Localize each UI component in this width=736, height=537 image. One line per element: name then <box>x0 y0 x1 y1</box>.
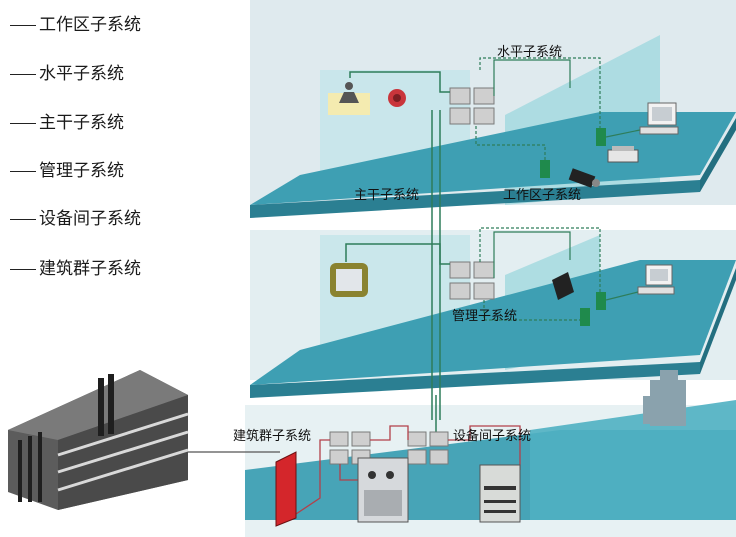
skyline-icon <box>643 370 686 426</box>
printer-icon <box>607 146 639 163</box>
top-floor-side <box>700 118 736 192</box>
horizontal-cable <box>475 126 546 160</box>
alarm-bell-icon <box>388 89 406 107</box>
middle-floor-edge <box>250 362 700 398</box>
legend-item-work-area: 工作区子系统 <box>10 12 141 38</box>
legend-item-equipment-room: 设备间子系统 <box>10 206 141 232</box>
label-horizontal: 水平子系统 <box>497 45 562 60</box>
computer-icon <box>605 264 675 301</box>
legend-item-horizontal: 水平子系统 <box>10 61 124 87</box>
distribution-frame-icon <box>275 451 297 527</box>
legend-label: 管理子系统 <box>39 161 124 181</box>
horizontal-cable <box>493 59 571 96</box>
wall-socket <box>540 128 606 178</box>
label-equipment-room: 设备间子系统 <box>453 428 531 444</box>
middle-patch-panel <box>449 261 495 300</box>
legend-label: 设备间子系统 <box>39 209 141 229</box>
computer-icon <box>605 102 679 138</box>
horizontal-cable <box>493 231 571 278</box>
campus-cable <box>295 439 330 515</box>
legend-item-backbone: 主干子系统 <box>10 110 124 136</box>
label-admin: 管理子系统 <box>452 309 517 324</box>
horizontal-cable <box>349 71 450 93</box>
horizontal-cable <box>479 57 601 140</box>
label-backbone: 主干子系统 <box>354 188 419 203</box>
legend-label: 建筑群子系统 <box>39 259 141 279</box>
telephone-icon <box>552 272 574 300</box>
equipment-cable <box>339 464 360 481</box>
top-floor-edge <box>250 180 700 218</box>
legend-label: 主干子系统 <box>39 113 124 133</box>
middle-floor-slab <box>250 260 736 385</box>
equipment-patch-panel <box>329 431 449 465</box>
wall-socket <box>580 292 606 326</box>
equipment-cable <box>370 425 409 441</box>
label-building-complex: 建筑群子系统 <box>233 428 311 444</box>
legend-label: 水平子系统 <box>39 64 124 84</box>
horizontal-cable <box>345 243 450 265</box>
equipment-cable <box>448 425 521 470</box>
office-building-icon <box>8 370 189 510</box>
ceiling-lamp-icon <box>328 82 370 115</box>
legend-label: 工作区子系统 <box>39 15 141 35</box>
horizontal-cable <box>479 227 601 300</box>
label-work-area: 工作区子系统 <box>503 188 581 203</box>
camera-icon <box>568 168 600 188</box>
legend-item-admin: 管理子系统 <box>10 158 124 184</box>
server-cabinet-icon <box>357 457 409 523</box>
photo-frame-icon <box>330 263 368 297</box>
ground-glass-wall <box>530 400 736 520</box>
rack-cabinet-icon <box>479 464 521 523</box>
legend-item-building-complex: 建筑群子系统 <box>10 256 141 282</box>
middle-floor-side <box>700 268 736 374</box>
